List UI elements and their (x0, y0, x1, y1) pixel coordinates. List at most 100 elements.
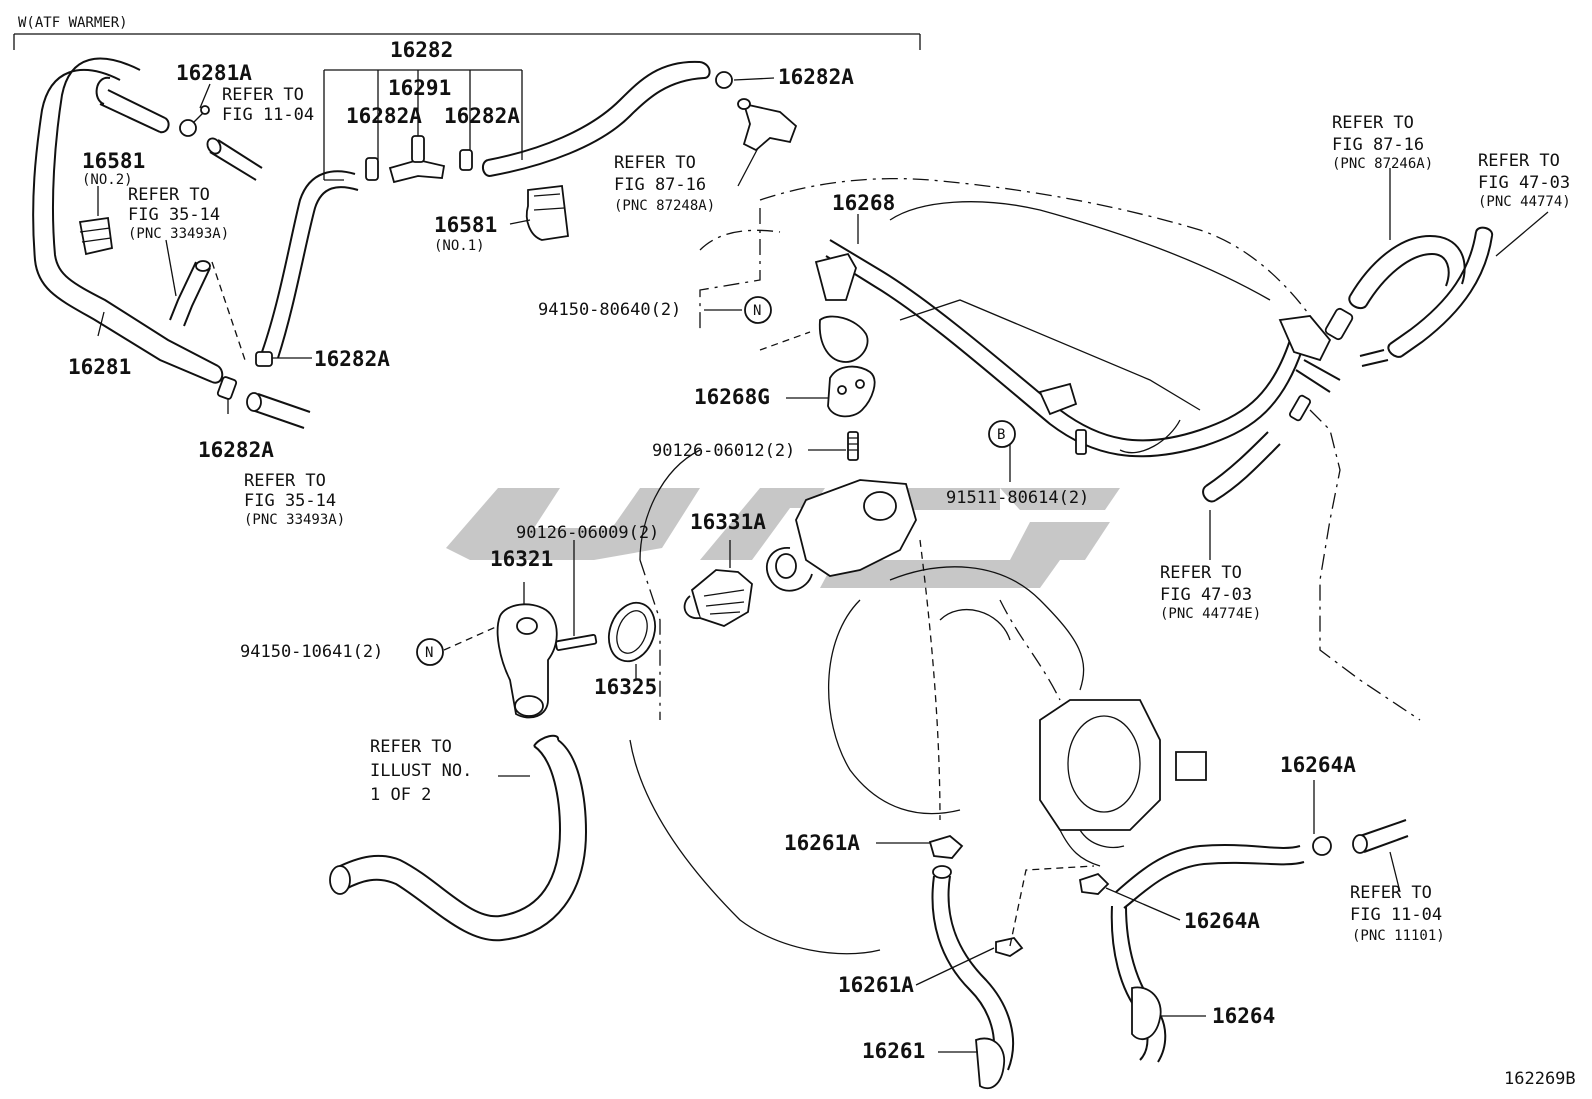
callout-16331a: 16331A (690, 510, 766, 534)
callout-16282a-bottom: 16282A (198, 438, 274, 462)
valve-refer-87-16 (737, 98, 798, 187)
svg-text:REFER TO: REFER TO (244, 471, 326, 491)
callout-16281: 16281 (68, 355, 131, 379)
svg-text:(PNC 87246A): (PNC 87246A) (1332, 156, 1433, 172)
svg-text:(PNC 33493A): (PNC 33493A) (244, 512, 345, 528)
leader-lines (97, 69, 1206, 1053)
callout-90126-06012: 90126-06012(2) (652, 441, 795, 461)
svg-text:REFER TO: REFER TO (614, 153, 696, 173)
svg-text:FIG 35-14: FIG 35-14 (244, 491, 336, 511)
pipe-refer-35-14-upper (165, 239, 211, 327)
svg-text:REFER TO: REFER TO (1350, 883, 1432, 903)
illustration-id: 162269B (1504, 1069, 1576, 1089)
variant-label: W(ATF WARMER) (18, 15, 128, 31)
ref-fig-35-14-upper: REFER TO FIG 35-14 (PNC 33493A) (128, 185, 229, 242)
callout-no2: (NO.2) (82, 172, 133, 188)
svg-text:REFER TO: REFER TO (128, 185, 210, 205)
stud-90126-06009 (555, 540, 598, 651)
svg-text:ILLUST NO.: ILLUST NO. (370, 761, 472, 781)
callout-16261a-top: 16261A (784, 831, 860, 855)
atf-warmer-bracket (13, 33, 921, 50)
callout-16282a-top-right: 16282A (778, 65, 854, 89)
ref-fig-47-03-pnc-44774: REFER TO FIG 47-03 (PNC 44774) (1478, 151, 1571, 210)
callout-16261a-bottom: 16261A (838, 973, 914, 997)
svg-text:REFER TO: REFER TO (1332, 113, 1414, 133)
clamp-16282a-top-right (715, 71, 775, 89)
svg-text:REFER TO: REFER TO (222, 85, 304, 105)
svg-text:FIG 11-04: FIG 11-04 (222, 105, 314, 125)
hose-16281 (32, 57, 224, 384)
hose-16261 (931, 865, 1015, 1090)
svg-text:N: N (425, 645, 433, 661)
callout-16282a-right: 16282A (444, 104, 520, 128)
svg-text:FIG 35-14: FIG 35-14 (128, 205, 220, 225)
hose-16282-top (482, 60, 711, 177)
callout-90126-06009: 90126-06009(2) (516, 523, 659, 543)
svg-text:REFER TO: REFER TO (1478, 151, 1560, 171)
engine-outline (629, 177, 1421, 955)
hose-refer-47-03-right (1359, 211, 1549, 367)
ref-fig-87-16-pnc-87246a: REFER TO FIG 87-16 (PNC 87246A) (1332, 113, 1433, 172)
callout-16581-no2: 16581 (82, 149, 145, 173)
svg-text:FIG 47-03: FIG 47-03 (1160, 585, 1252, 605)
clamp-16261a-top (928, 834, 964, 859)
pipe-16268 (814, 239, 1354, 458)
pipe-refer-11-04 (206, 137, 263, 181)
ref-fig-35-14-lower: REFER TO FIG 35-14 (PNC 33493A) (244, 471, 345, 528)
callout-16281a: 16281A (176, 61, 252, 85)
hose-16282-left (255, 170, 359, 367)
svg-text:(PNC 44774E): (PNC 44774E) (1160, 606, 1261, 622)
svg-text:FIG 11-04: FIG 11-04 (1350, 905, 1442, 925)
svg-text:(PNC 11101): (PNC 11101) (1352, 928, 1445, 944)
callout-16581-no1: 16581 (434, 213, 497, 237)
gasket-16325 (608, 601, 656, 680)
svg-text:1 OF 2: 1 OF 2 (370, 785, 431, 805)
callout-94150-10641: 94150-10641(2) (240, 642, 383, 662)
clamp-16281a (179, 105, 210, 137)
hose-refer-47-03-lower (1202, 394, 1311, 560)
clamp-16282a-bottom-left (216, 376, 238, 414)
thermostat-16331a (683, 540, 753, 627)
callout-94150-80640: 94150-80640(2) (538, 300, 681, 320)
callout-16321: 16321 (490, 547, 553, 571)
symbol-b: B (988, 420, 1016, 448)
ref-fig-11-04-pnc-11101: REFER TO FIG 11-04 (PNC 11101) (1350, 883, 1445, 944)
svg-text:FIG 47-03: FIG 47-03 (1478, 173, 1570, 193)
ref-fig-47-03-pnc-44774e: REFER TO FIG 47-03 (PNC 44774E) (1160, 563, 1261, 622)
svg-text:REFER TO: REFER TO (370, 737, 452, 757)
gasket-16268g (759, 315, 876, 418)
clip-16581-no1 (525, 185, 569, 241)
clamp-16264a-mid (1078, 872, 1110, 895)
ref-fig-11-04-top: REFER TO FIG 11-04 (222, 85, 314, 125)
svg-text:(PNC 33493A): (PNC 33493A) (128, 226, 229, 242)
svg-text:N: N (753, 303, 761, 319)
callout-16291: 16291 (388, 76, 451, 100)
clamp-16261a-bottom (995, 936, 1024, 957)
callout-16261: 16261 (862, 1039, 925, 1063)
callout-16268: 16268 (832, 191, 895, 215)
svg-text:FIG 87-16: FIG 87-16 (614, 175, 706, 195)
svg-text:FIG 87-16: FIG 87-16 (1332, 135, 1424, 155)
bolt-91511-80614 (1075, 429, 1087, 455)
callout-16264a-top: 16264A (1280, 753, 1356, 777)
hose-refer-illust-1of2 (329, 734, 588, 942)
callout-16325: 16325 (594, 675, 657, 699)
hose-refer-87-16-right (1348, 168, 1466, 310)
water-outlet-housing (766, 479, 917, 592)
callout-16282: 16282 (390, 38, 453, 62)
water-inlet-16321 (496, 582, 558, 719)
stud-90126-06012 (847, 431, 859, 461)
throttle-body (1039, 699, 1207, 867)
callout-16282a-left: 16282A (346, 104, 422, 128)
hose-16264 (1110, 844, 1305, 1063)
ref-illust-no-1-of-2: REFER TO ILLUST NO. 1 OF 2 (370, 737, 472, 805)
ref-fig-87-16-pnc-87248a: REFER TO FIG 87-16 (PNC 87248A) (614, 153, 715, 214)
callout-16264a-mid: 16264A (1184, 909, 1260, 933)
clip-16581-no2 (78, 186, 114, 256)
fitting-16291 (365, 135, 473, 184)
callout-16282a-middle: 16282A (314, 347, 390, 371)
callout-16268g: 16268G (694, 385, 770, 409)
callout-no1: (NO.1) (434, 238, 485, 254)
